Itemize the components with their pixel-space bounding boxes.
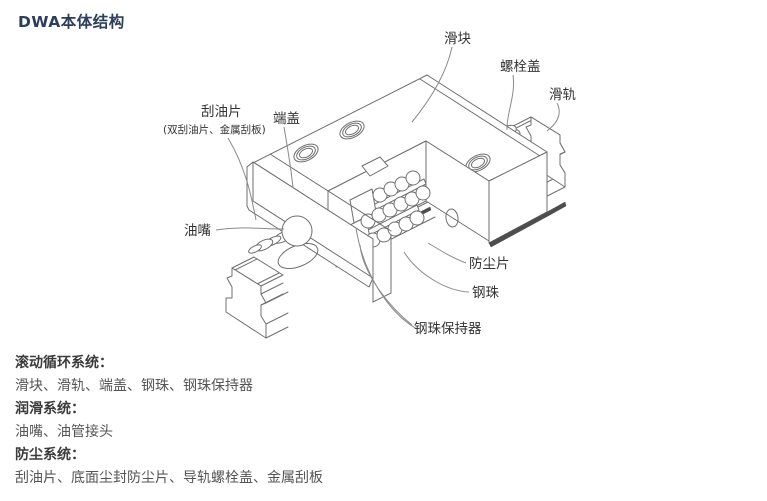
- mounting-hole: [293, 143, 319, 163]
- leader-rail: [546, 102, 560, 132]
- rail-left-end: [225, 256, 289, 339]
- label-oil-nozzle: 油嘴: [184, 223, 211, 239]
- cutaway-section: [327, 140, 490, 254]
- page-title: DWA本体结构: [18, 13, 125, 31]
- system-heading: 防尘系统：: [15, 447, 85, 463]
- leader-ball-retainer: [355, 227, 418, 330]
- mounting-hole: [465, 153, 491, 173]
- system-description-list: 滚动循环系统： 滑块、滑轨、端盖、钢珠、钢珠保持器 润滑系统： 油嘴、油管接头 …: [15, 352, 323, 490]
- label-ball-retainer: 钢珠保持器: [414, 321, 482, 337]
- oil-nozzle-part: [248, 215, 313, 254]
- label-slider: 滑块: [444, 31, 471, 47]
- leader-slider: [411, 46, 453, 123]
- label-bolt-cover: 螺栓盖: [500, 59, 541, 75]
- nozzle-shadow: [277, 242, 319, 270]
- leader-end-cap: [283, 126, 294, 189]
- system-heading: 润滑系统：: [15, 401, 85, 417]
- label-rail: 滑轨: [549, 87, 577, 103]
- end-cap: [246, 153, 392, 288]
- label-steel-ball: 钢珠: [472, 285, 499, 301]
- mounting-hole: [339, 120, 365, 140]
- leader-lines: [215, 46, 560, 330]
- leader-oil-scraper: [227, 137, 257, 221]
- system-items: 油嘴、油管接头: [15, 424, 113, 440]
- label-dust-sheet: 防尘片: [469, 256, 510, 272]
- system-items: 滑块、滑轨、端盖、钢珠、钢珠保持器: [15, 378, 253, 394]
- leader-bolt-cover: [506, 74, 515, 131]
- leader-steel-ball: [403, 251, 470, 293]
- leader-dust-sheet: [427, 242, 467, 264]
- nozzle-boss: [281, 215, 313, 247]
- system-items: 刮油片、底面尘封防尘片、导轨螺栓盖、金属刮板: [15, 470, 323, 486]
- system-heading: 滚动循环系统：: [15, 355, 113, 371]
- label-end-cap: 端盖: [273, 111, 300, 127]
- steel-balls: [354, 170, 431, 254]
- label-oil-scraper-sub: (双刮油片、金属刮板): [163, 123, 266, 136]
- slider-block: [252, 74, 567, 303]
- label-oil-scraper: 刮油片: [201, 104, 242, 120]
- leader-oil-nozzle: [215, 227, 285, 231]
- bottom-seal-strip-front: [488, 201, 567, 248]
- part-labels: 滑块 螺栓盖 滑轨 刮油片 (双刮油片、金属刮板) 端盖 油嘴 防尘片 钢珠 钢…: [163, 31, 577, 337]
